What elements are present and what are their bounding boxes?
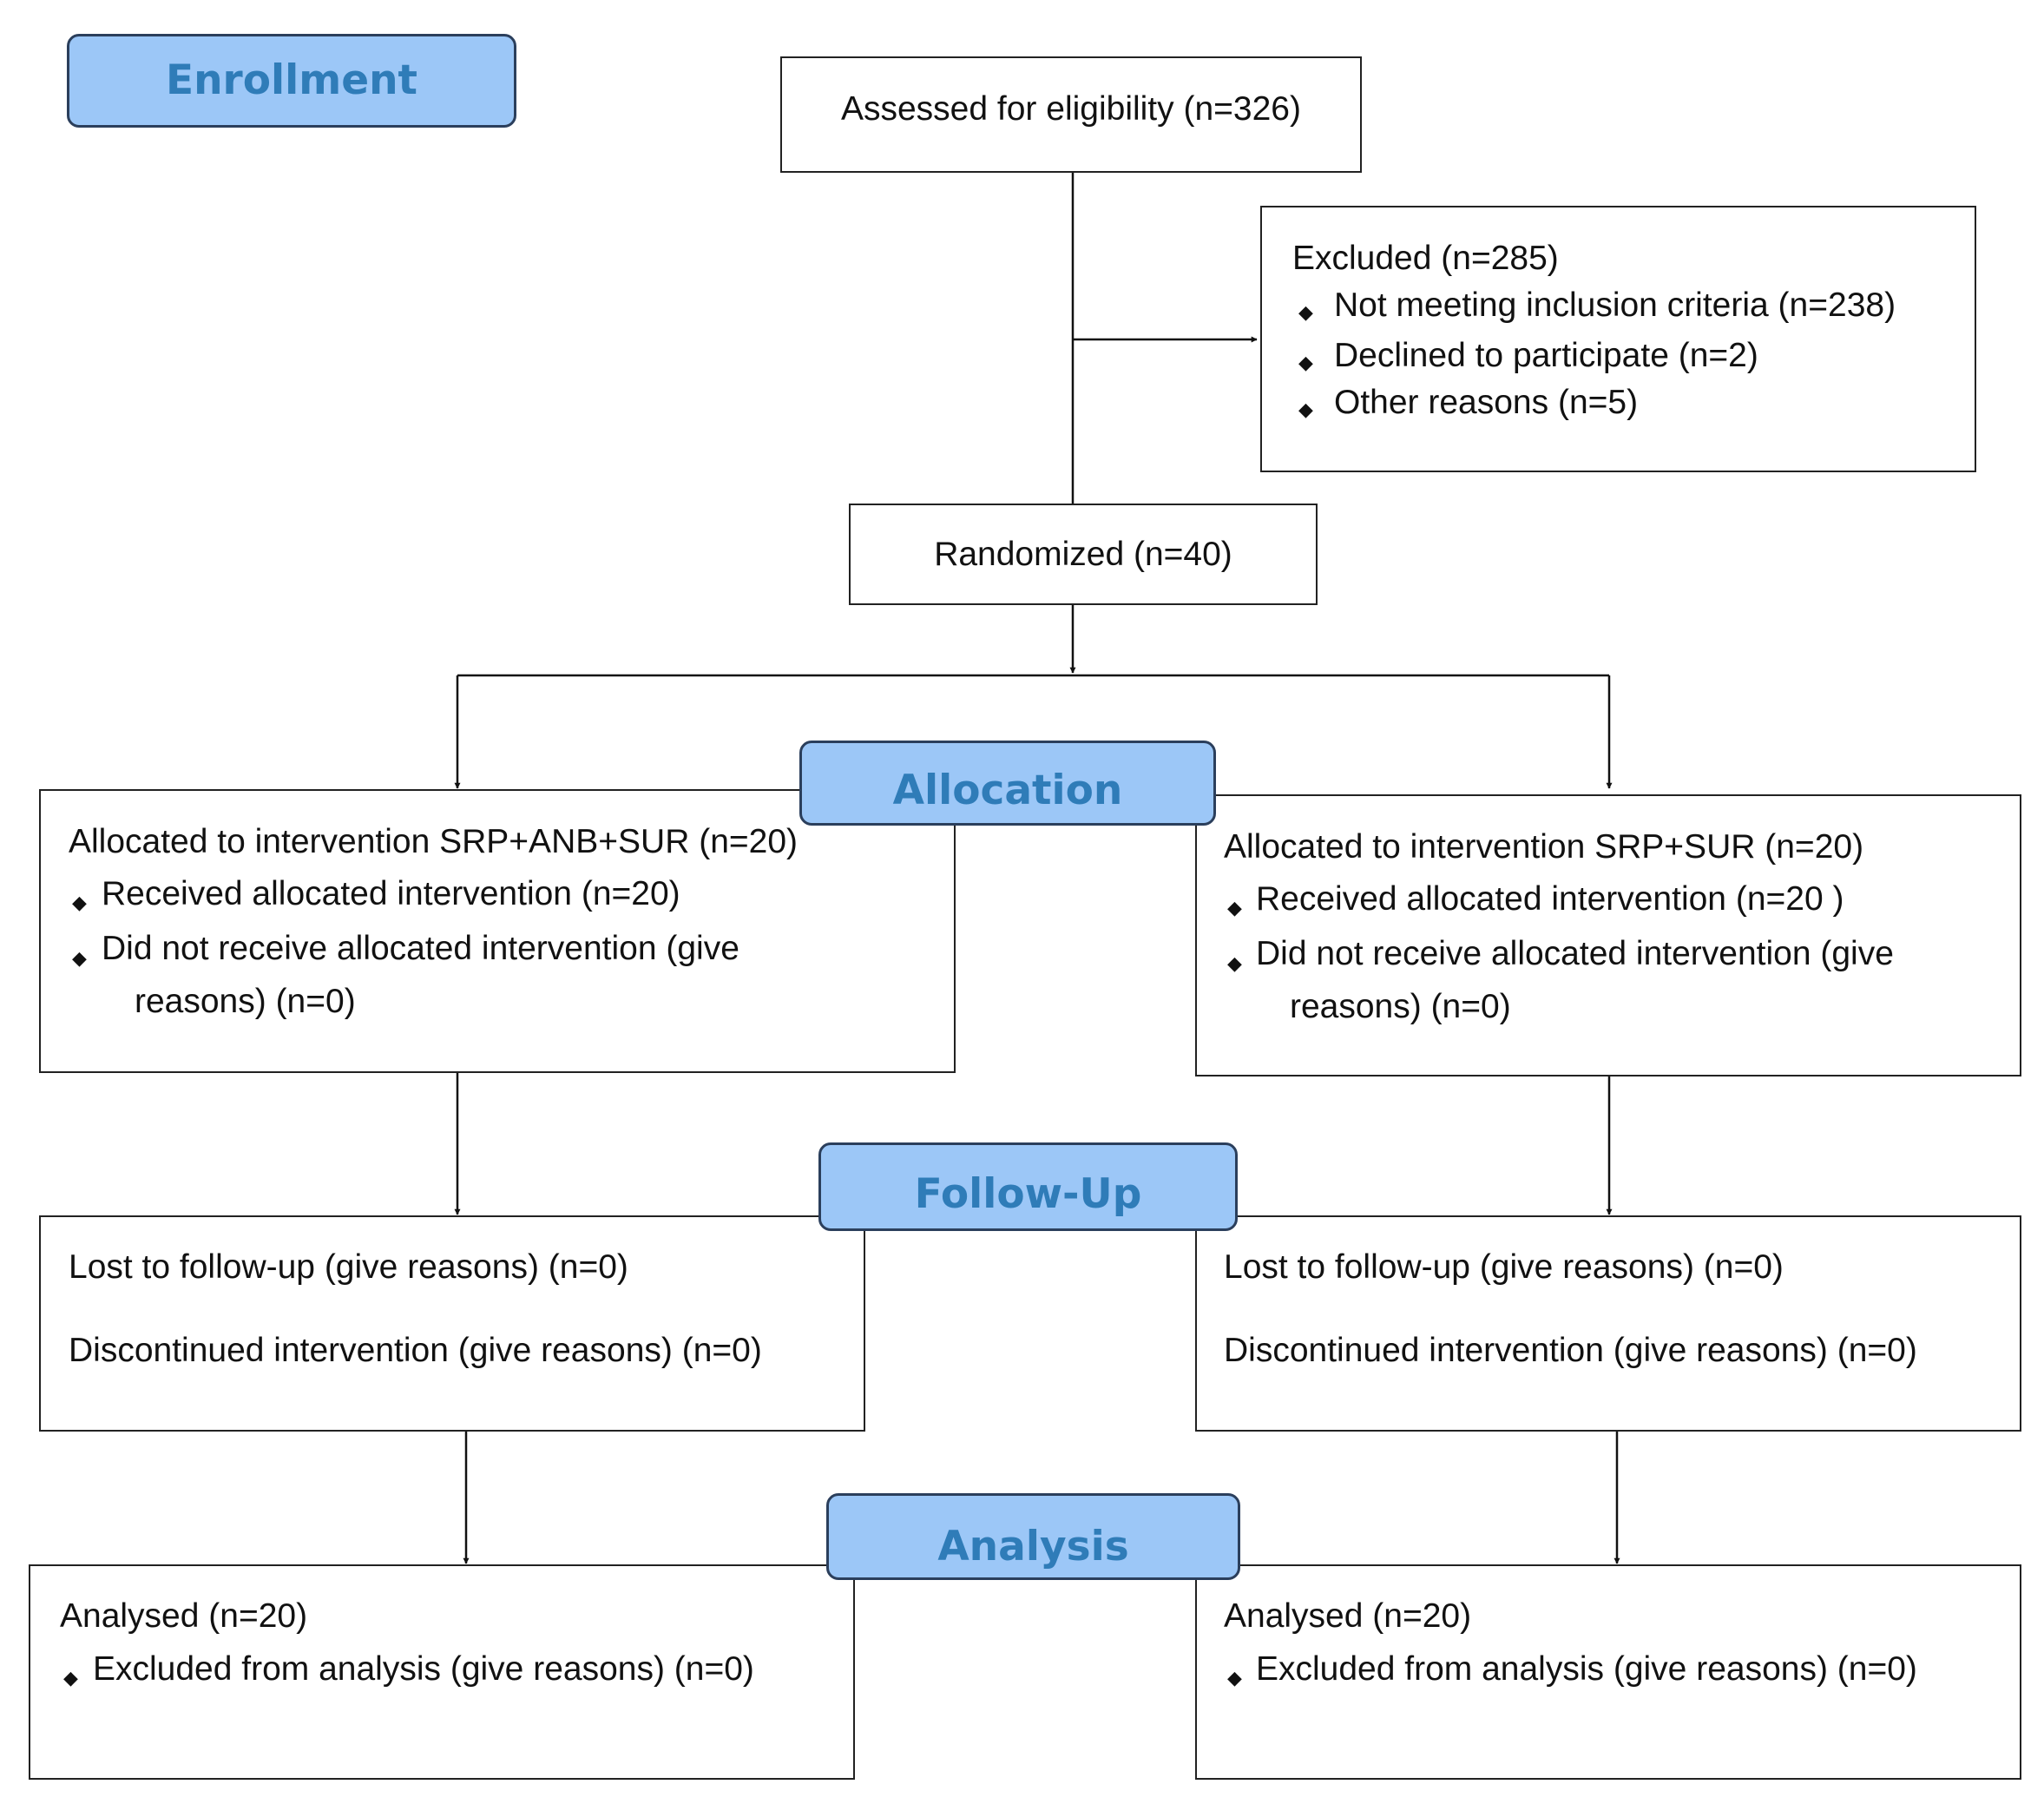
stage-analysis: Analysis [826,1493,1240,1580]
excluded-box: Excluded (n=285) ◆ Not meeting inclusion… [1260,206,1976,472]
excluded-title: Excluded (n=285) [1292,240,1559,277]
excluded-item: Other reasons (n=5) [1334,384,1639,421]
stage-follow-up-label: Follow-Up [914,1170,1142,1218]
allocation-left-not-received-cont: reasons) (n=0) [135,983,356,1020]
followup-right-lost: Lost to follow-up (give reasons) (n=0) [1224,1248,1784,1286]
allocation-right-not-received-cont: reasons) (n=0) [1290,988,1511,1025]
bullet-icon: ◆ [1227,1667,1242,1689]
followup-right-discontinued: Discontinued intervention (give reasons)… [1224,1332,1917,1369]
allocation-right-box: Allocated to intervention SRP+SUR (n=20)… [1195,794,2021,1076]
allocation-left-received: Received allocated intervention (n=20) [102,875,680,912]
analysis-left-excluded: Excluded from analysis (give reasons) (n… [93,1650,754,1688]
bullet-icon: ◆ [1298,301,1313,323]
stage-allocation: Allocation [799,741,1216,826]
bullet-icon: ◆ [1227,897,1242,918]
allocation-left-box: Allocated to intervention SRP+ANB+SUR (n… [39,789,956,1073]
assessed-box: Assessed for eligibility (n=326) [780,56,1362,173]
followup-right-box: Lost to follow-up (give reasons) (n=0) D… [1195,1215,2021,1432]
randomized-label: Randomized (n=40) [934,536,1232,573]
bullet-icon: ◆ [1227,952,1242,974]
analysis-right-box: Analysed (n=20) ◆ Excluded from analysis… [1195,1564,2021,1780]
assessed-label: Assessed for eligibility (n=326) [840,90,1301,128]
followup-left-lost: Lost to follow-up (give reasons) (n=0) [69,1248,628,1286]
followup-left-discontinued: Discontinued intervention (give reasons)… [69,1332,762,1369]
analysis-right-title: Analysed (n=20) [1224,1597,1472,1635]
stage-enrollment-label: Enrollment [165,56,418,104]
bullet-icon: ◆ [72,947,87,969]
allocation-right-title: Allocated to intervention SRP+SUR (n=20) [1224,828,1864,866]
stage-follow-up: Follow-Up [818,1142,1238,1231]
stage-allocation-label: Allocation [892,767,1123,814]
stage-analysis-label: Analysis [937,1523,1129,1570]
bullet-icon: ◆ [1298,398,1313,420]
excluded-item: Not meeting inclusion criteria (n=238) [1334,286,1896,324]
analysis-left-box: Analysed (n=20) ◆ Excluded from analysis… [29,1564,855,1780]
excluded-item: Declined to participate (n=2) [1334,337,1758,374]
allocation-left-not-received: Did not receive allocated intervention (… [102,930,739,967]
allocation-left-title: Allocated to intervention SRP+ANB+SUR (n… [69,823,799,860]
analysis-left-title: Analysed (n=20) [60,1597,308,1635]
stage-enrollment: Enrollment [67,34,516,128]
bullet-icon: ◆ [63,1667,78,1689]
allocation-right-received: Received allocated intervention (n=20 ) [1256,880,1844,918]
randomized-box: Randomized (n=40) [849,504,1318,605]
bullet-icon: ◆ [1298,352,1313,373]
bullet-icon: ◆ [72,892,87,913]
followup-left-box: Lost to follow-up (give reasons) (n=0) D… [39,1215,865,1432]
analysis-right-excluded: Excluded from analysis (give reasons) (n… [1256,1650,1917,1688]
allocation-right-not-received: Did not receive allocated intervention (… [1256,935,1894,972]
